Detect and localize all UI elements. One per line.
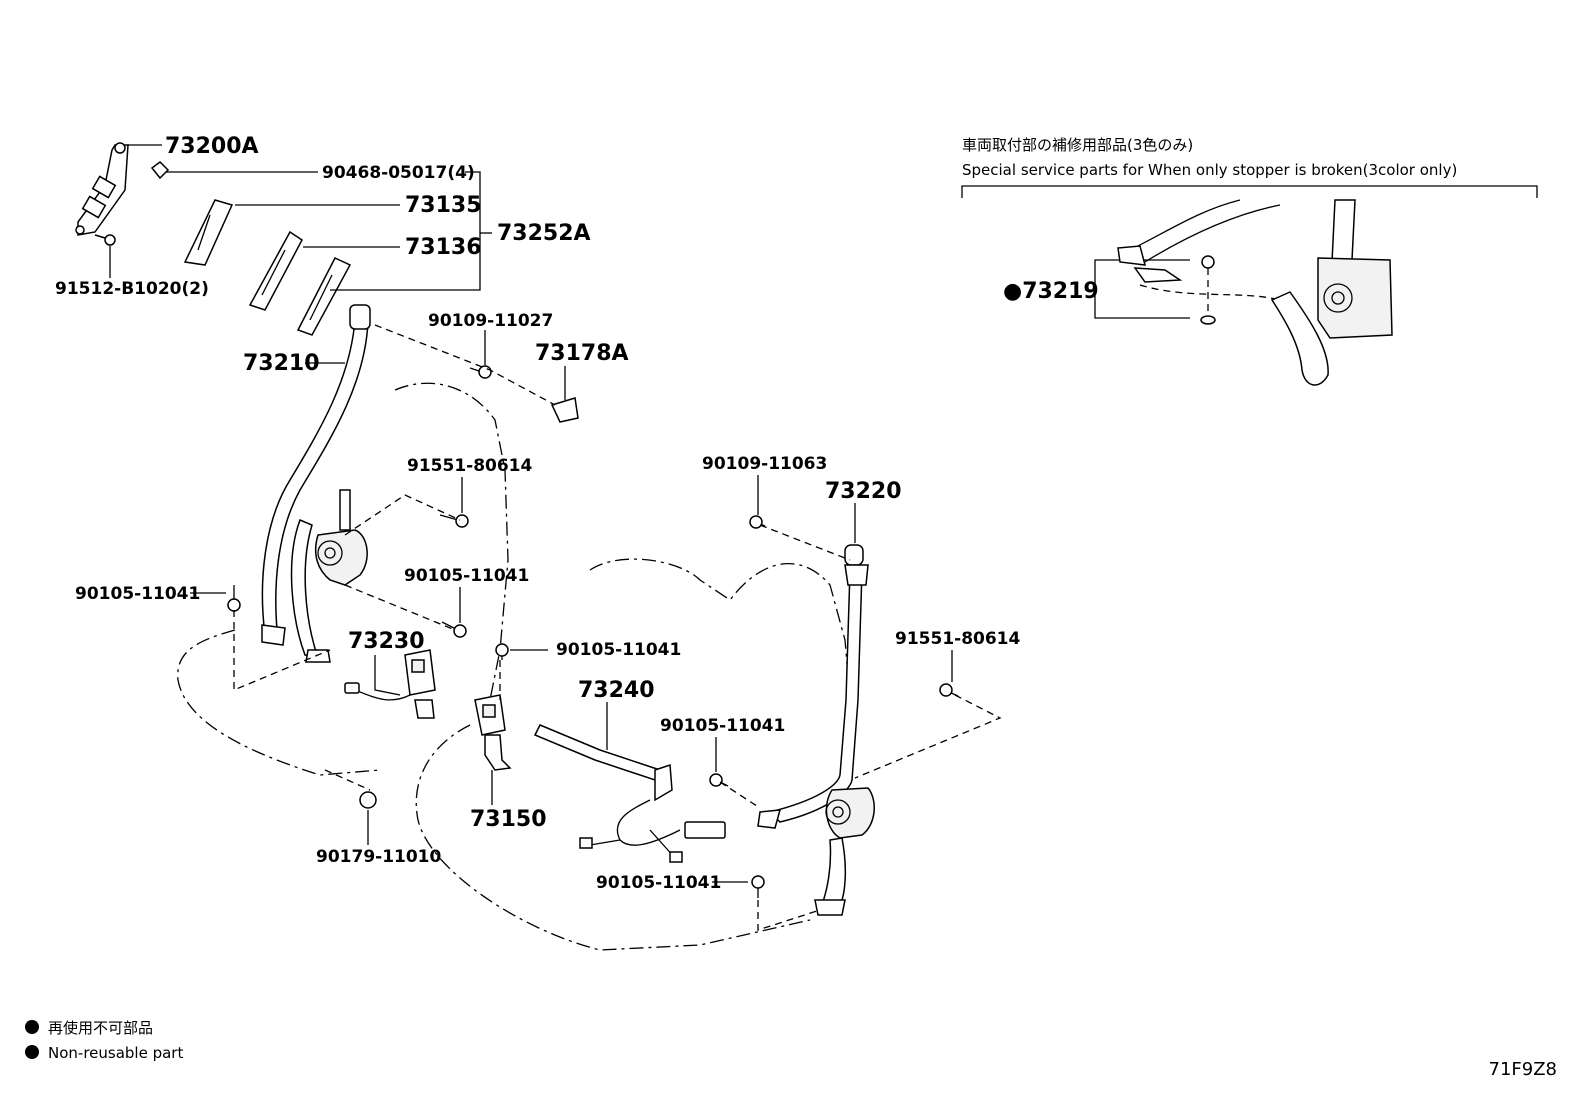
label-73150[interactable]: 73150 bbox=[470, 807, 547, 832]
label-73136[interactable]: 73136 bbox=[405, 235, 482, 260]
label-90109-11027[interactable]: 90109-11027 bbox=[428, 311, 553, 331]
cover-73136 bbox=[248, 230, 303, 311]
rear-seat-back-outline bbox=[589, 558, 851, 701]
cover-73136-b bbox=[296, 257, 352, 336]
rear-buckle-73150 bbox=[474, 694, 512, 771]
bolt-91551-rear-icon bbox=[939, 683, 953, 697]
front-seat-cushion-outline bbox=[177, 629, 381, 776]
label-73200A[interactable]: 73200A bbox=[165, 134, 259, 159]
bolt-90109-11063-icon bbox=[749, 515, 763, 529]
rear-seat-cushion-outline bbox=[415, 724, 811, 951]
front-belt-lower-webbing bbox=[290, 519, 320, 660]
seat-outlines bbox=[177, 382, 851, 951]
figure-code: 71F9Z8 bbox=[1489, 1059, 1558, 1080]
front-seat-belt-assembly bbox=[261, 304, 371, 663]
label-73220[interactable]: 73220 bbox=[825, 479, 902, 504]
label-73210[interactable]: 73210 bbox=[243, 351, 320, 376]
bullet-icon bbox=[25, 1020, 39, 1034]
label-73178A[interactable]: 73178A bbox=[535, 341, 629, 366]
part-labels: 73200A 90468-05017(4) 73135 73136 73252A… bbox=[55, 134, 1099, 893]
bullet-icon bbox=[25, 1045, 39, 1059]
label-91551-80614-rear[interactable]: 91551-80614 bbox=[895, 629, 1021, 649]
label-90105-11041-bottom[interactable]: 90105-11041 bbox=[596, 873, 721, 893]
label-91551-80614-front[interactable]: 91551-80614 bbox=[407, 456, 533, 476]
bolt-90109-11027-icon bbox=[478, 365, 492, 379]
label-73219[interactable]: ●73219 bbox=[1003, 279, 1099, 304]
label-90468-05017[interactable]: 90468-05017(4) bbox=[322, 163, 475, 183]
pillar-covers bbox=[183, 199, 352, 336]
service-parts-inset bbox=[961, 185, 1538, 386]
label-90105-11041-center[interactable]: 90105-11041 bbox=[556, 640, 681, 660]
bolt-90105-rear-icon bbox=[709, 773, 723, 787]
cap-73178A-icon bbox=[550, 397, 579, 423]
legend: 再使用不可部品 Non-reusable part bbox=[25, 1019, 183, 1062]
bolt-90105-retractor-icon bbox=[453, 624, 467, 638]
label-73135[interactable]: 73135 bbox=[405, 193, 482, 218]
label-90105-11041-rear[interactable]: 90105-11041 bbox=[660, 716, 785, 736]
shoulder-adjuster bbox=[75, 142, 129, 236]
rear-belt-webbing bbox=[768, 569, 863, 823]
label-90105-11041-left[interactable]: 90105-11041 bbox=[75, 584, 200, 604]
bolt-90105-left-icon bbox=[227, 598, 241, 612]
bolt-91551-front-icon bbox=[455, 514, 469, 528]
bolt-91512-icon bbox=[104, 234, 116, 246]
front-belt-anchor-top bbox=[349, 304, 371, 330]
center-belt-73240 bbox=[533, 724, 726, 863]
leader-lines bbox=[109, 144, 953, 883]
label-73230[interactable]: 73230 bbox=[348, 629, 425, 654]
label-90109-11063[interactable]: 90109-11063 bbox=[702, 454, 827, 474]
front-belt-floor-anchor bbox=[305, 649, 331, 663]
label-90105-11041-retractor[interactable]: 90105-11041 bbox=[404, 566, 529, 586]
legend-en: Non-reusable part bbox=[48, 1044, 183, 1062]
bolt-90105-center-icon bbox=[495, 643, 509, 657]
label-90179-11010[interactable]: 90179-11010 bbox=[316, 847, 442, 867]
service-note-en: Special service parts for When only stop… bbox=[962, 161, 1457, 179]
legend-jp: 再使用不可部品 bbox=[48, 1019, 153, 1037]
nut-90179-icon bbox=[359, 791, 377, 809]
rear-outboard-belt-73220 bbox=[757, 544, 875, 916]
label-91512-B1020[interactable]: 91512-B1020(2) bbox=[55, 279, 209, 299]
inset-bracket bbox=[961, 185, 1538, 198]
bolt-90105-bottom-icon bbox=[751, 875, 765, 889]
label-73252A[interactable]: 73252A bbox=[497, 221, 591, 246]
label-73240[interactable]: 73240 bbox=[578, 678, 655, 703]
bolt-90468-icon bbox=[150, 161, 170, 180]
cover-73135 bbox=[183, 199, 234, 266]
inset-retractor bbox=[1317, 257, 1393, 339]
front-belt-lower-anchor bbox=[261, 624, 286, 646]
bolts bbox=[94, 161, 959, 898]
inset-guide bbox=[1270, 291, 1329, 386]
front-seat-back-outline bbox=[394, 382, 509, 701]
dashed-connectors bbox=[233, 324, 1002, 931]
service-note-jp: 車両取付部の補修用部品(3色のみ) bbox=[962, 136, 1193, 154]
front-buckle-73230 bbox=[344, 649, 436, 719]
